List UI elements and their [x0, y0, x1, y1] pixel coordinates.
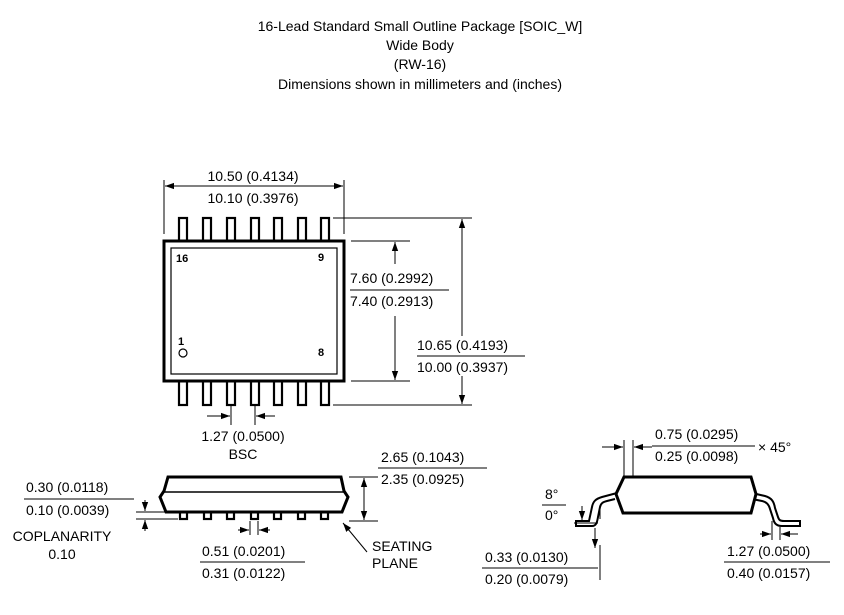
title-line-1: 16-Lead Standard Small Outline Package [… [258, 18, 583, 34]
coplanarity-value: 0.10 [48, 546, 75, 562]
pin-label-8: 8 [318, 347, 324, 359]
width-max-label: 10.50 (0.4134) [207, 168, 298, 184]
end-lead-left [575, 492, 618, 527]
title-line-3: (RW-16) [394, 56, 446, 72]
top-pins [177, 216, 331, 244]
seating-plane-label-2: PLANE [372, 555, 418, 571]
bottom-pins [177, 378, 331, 407]
title-block: 16-Lead Standard Small Outline Package [… [258, 18, 583, 92]
pin1-marker-icon [178, 348, 188, 358]
side-body [158, 475, 350, 514]
thickness-max-label: 0.33 (0.0130) [485, 549, 568, 565]
foot-max-label: 1.27 (0.0500) [727, 543, 810, 559]
end-lead-right [751, 492, 801, 527]
title-line-2: Wide Body [386, 37, 454, 53]
standoff-min-label: 0.10 (0.0039) [26, 502, 109, 518]
chamfer-min-label: 0.25 (0.0098) [655, 448, 738, 464]
lead-width-min-label: 0.31 (0.0122) [202, 565, 285, 581]
chamfer-max-label: 0.75 (0.0295) [655, 426, 738, 442]
pin-label-1: 1 [178, 336, 184, 348]
pitch-note-label: BSC [229, 446, 258, 462]
pin-label-16: 16 [176, 253, 188, 265]
thickness-min-label: 0.20 (0.0079) [485, 571, 568, 587]
package-body [162, 239, 346, 383]
pin-label-9: 9 [318, 252, 324, 264]
lead-width-max-label: 0.51 (0.0201) [202, 543, 285, 559]
height-max-label: 2.65 (0.1043) [381, 449, 464, 465]
standoff-max-label: 0.30 (0.0118) [26, 479, 108, 495]
end-view: 0.75 (0.0295) 0.25 (0.0098) × 45° 8° 0° … [482, 426, 830, 587]
body-min-label: 7.40 (0.2913) [350, 293, 433, 309]
foot-min-label: 0.40 (0.0157) [727, 565, 810, 581]
package-body-inner [170, 247, 338, 375]
title-line-4: Dimensions shown in millimeters and (inc… [278, 76, 562, 92]
angle-min-label: 0° [545, 507, 558, 523]
seating-plane-label-1: SEATING [372, 538, 432, 554]
body-max-label: 7.60 (0.2992) [350, 270, 433, 286]
coplanarity-label: COPLANARITY [13, 528, 112, 544]
side-view: 2.65 (0.1043) 2.35 (0.0925) 0.30 (0.0118… [13, 449, 487, 581]
width-min-label: 10.10 (0.3976) [207, 190, 298, 206]
span-min-label: 10.00 (0.3937) [417, 359, 508, 375]
height-min-label: 2.35 (0.0925) [381, 471, 464, 487]
pitch-label: 1.27 (0.0500) [201, 428, 284, 444]
chamfer-angle-label: × 45° [758, 439, 791, 455]
span-max-label: 10.65 (0.4193) [417, 337, 508, 353]
angle-max-label: 8° [545, 486, 558, 502]
top-view: 16 9 1 8 10.50 (0.4134) 10.10 (0.3976) 7… [162, 168, 525, 462]
end-body [614, 475, 758, 515]
